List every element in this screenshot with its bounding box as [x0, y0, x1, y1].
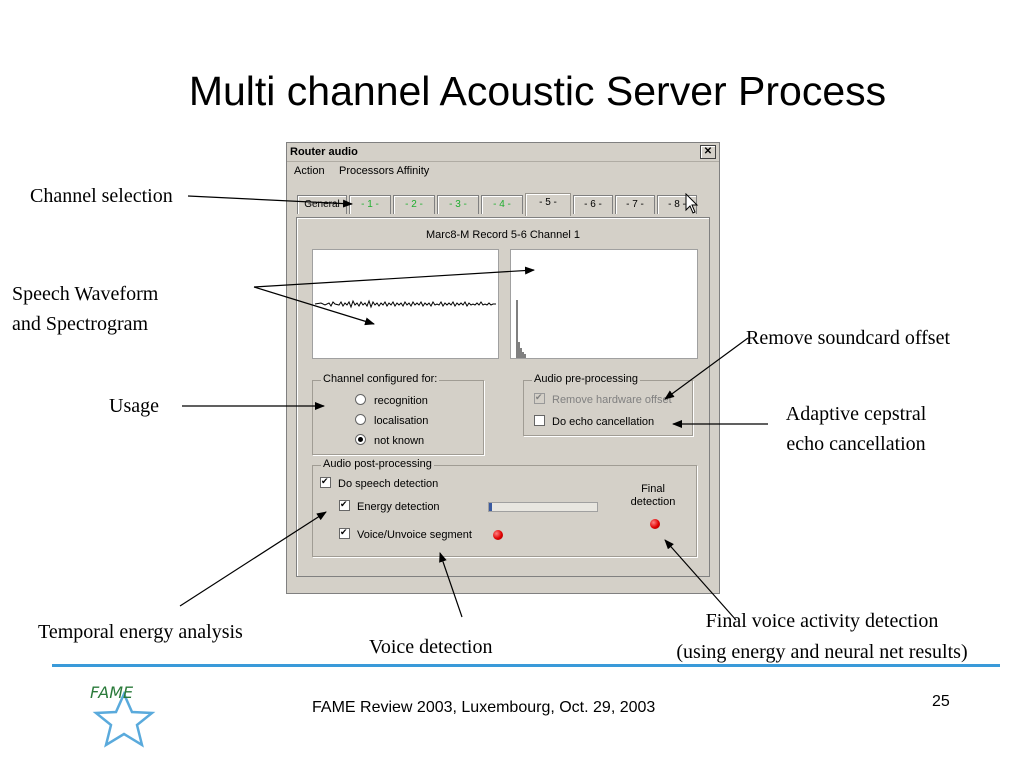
label-temporal-energy: Temporal energy analysis	[38, 621, 243, 643]
checkbox[interactable]	[320, 477, 331, 488]
radio-button-selected[interactable]	[355, 434, 366, 445]
tab-channel-4[interactable]: - 4 -	[481, 195, 523, 214]
tab-general-label: General	[304, 199, 340, 210]
final-label-line1: Final	[641, 483, 665, 495]
menu-processors-affinity[interactable]: Processors Affinity	[339, 165, 430, 177]
radio-recognition[interactable]: recognition	[355, 394, 428, 407]
energy-meter-fill	[489, 503, 493, 511]
energy-detection-checkbox[interactable]: Energy detection	[339, 500, 440, 513]
tab-channel-1[interactable]: - 1 -	[349, 195, 391, 214]
checkbox	[534, 393, 545, 404]
waveform-trace	[314, 299, 496, 309]
energy-detection-label: Energy detection	[357, 501, 440, 513]
tab-channel-5-label: - 5 -	[539, 197, 557, 208]
checkbox[interactable]	[339, 528, 350, 539]
checkbox[interactable]	[534, 415, 545, 426]
label-final-vad: Final voice activity detection	[705, 610, 939, 632]
menu-bar: Action Processors Affinity	[287, 162, 719, 180]
radio-not-known-label: not known	[374, 435, 425, 447]
tab-channel-8-label: - 8 -	[668, 199, 686, 210]
tab-channel-3-label: - 3 -	[449, 199, 467, 210]
label-voice-detection: Voice detection	[369, 636, 493, 658]
tab-channel-2-label: - 2 -	[405, 199, 423, 210]
tab-channel-6[interactable]: - 6 -	[573, 195, 613, 214]
checkbox[interactable]	[339, 500, 350, 511]
voice-segment-label: Voice/Unvoice segment	[357, 529, 472, 541]
footer-text: FAME Review 2003, Luxembourg, Oct. 29, 2…	[312, 699, 656, 716]
page-number: 25	[932, 693, 950, 710]
voice-indicator-led	[493, 530, 503, 540]
label-echo-cancellation: echo cancellation	[786, 433, 926, 455]
channel-caption: Marc8-M Record 5-6 Channel 1	[425, 229, 581, 241]
router-audio-window: Router audio ✕ Action Processors Affinit…	[286, 142, 720, 594]
postprocessing-legend: Audio post-processing	[321, 458, 434, 470]
final-detection-led	[650, 519, 660, 529]
remove-hardware-offset-label: Remove hardware offset	[552, 394, 672, 406]
radio-localisation[interactable]: localisation	[355, 414, 428, 427]
echo-cancellation-checkbox[interactable]: Do echo cancellation	[534, 415, 654, 428]
tab-channel-1-label: - 1 -	[361, 199, 379, 210]
preprocessing-legend: Audio pre-processing	[532, 373, 640, 385]
tab-channel-3[interactable]: - 3 -	[437, 195, 479, 214]
radio-button[interactable]	[355, 414, 366, 425]
title-bar[interactable]: Router audio ✕	[287, 143, 719, 162]
tab-general[interactable]: General	[297, 195, 347, 214]
final-detection-label: Final detection	[613, 483, 693, 509]
fame-star-logo: FAME	[90, 683, 156, 748]
tab-channel-7[interactable]: - 7 -	[615, 195, 655, 214]
radio-button[interactable]	[355, 394, 366, 405]
tab-channel-5[interactable]: - 5 -	[525, 193, 571, 216]
close-button[interactable]: ✕	[700, 145, 716, 159]
logo-text: FAME	[90, 683, 134, 702]
tab-channel-6-label: - 6 -	[584, 199, 602, 210]
tab-channel-4-label: - 4 -	[493, 199, 511, 210]
label-remove-soundcard-offset: Remove soundcard offset	[746, 327, 951, 349]
menu-action[interactable]: Action	[294, 165, 325, 177]
label-channel-selection: Channel selection	[30, 185, 173, 207]
slide-title: Multi channel Acoustic Server Process	[188, 68, 887, 114]
preprocessing-group: Audio pre-processing Remove hardware off…	[523, 373, 693, 436]
postprocessing-group: Audio post-processing	[312, 458, 697, 557]
tab-channel-2[interactable]: - 2 -	[393, 195, 435, 214]
label-usage: Usage	[109, 395, 159, 417]
radio-not-known[interactable]: not known	[355, 434, 424, 447]
speech-waveform	[312, 249, 499, 359]
tab-channel-7-label: - 7 -	[626, 199, 644, 210]
radio-recognition-label: recognition	[374, 395, 428, 407]
final-label-line2: detection	[630, 496, 676, 508]
window-title: Router audio	[290, 146, 358, 158]
mouse-cursor-icon	[685, 193, 699, 214]
voice-segment-checkbox[interactable]: Voice/Unvoice segment	[339, 528, 472, 541]
footer-divider	[52, 664, 1000, 667]
spectrogram	[510, 249, 698, 359]
speech-detection-checkbox[interactable]: Do speech detection	[320, 477, 438, 490]
label-speech-waveform: Speech Waveform	[12, 283, 159, 305]
label-adaptive-cepstral: Adaptive cepstral	[785, 403, 927, 425]
channel-configured-group: Channel configured for: recognition loca…	[312, 373, 484, 455]
radio-localisation-label: localisation	[374, 415, 429, 427]
energy-meter	[488, 502, 598, 512]
channel-configured-legend: Channel configured for:	[321, 373, 440, 385]
remove-hardware-offset-checkbox: Remove hardware offset	[534, 393, 672, 406]
echo-cancellation-label: Do echo cancellation	[552, 416, 655, 428]
label-spectrogram: and Spectrogram	[12, 313, 149, 335]
label-final-vad-detail: (using energy and neural net results)	[676, 641, 968, 663]
speech-detection-label: Do speech detection	[338, 478, 439, 490]
